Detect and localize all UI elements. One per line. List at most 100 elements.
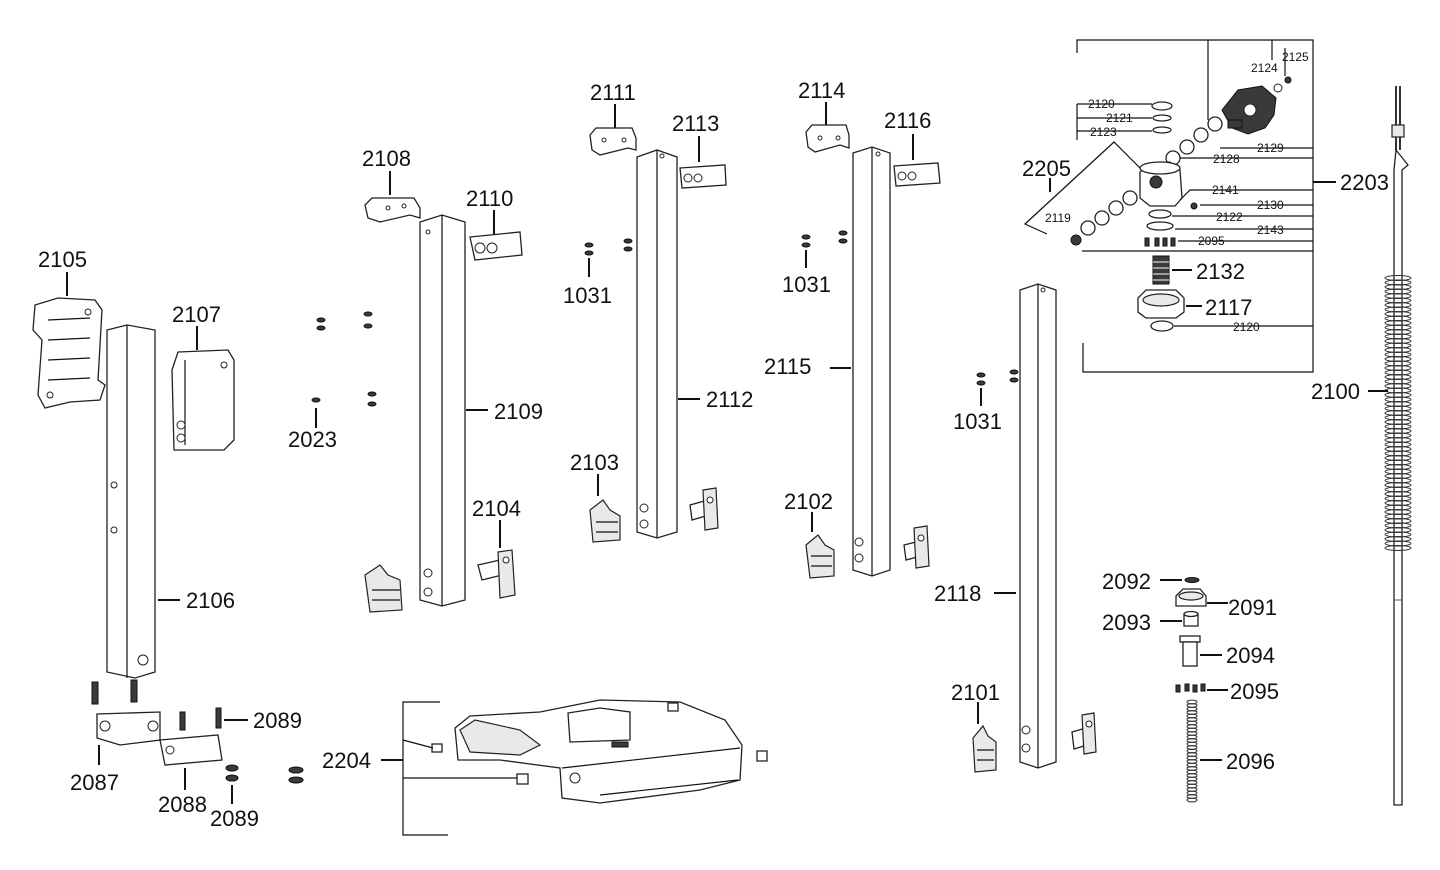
label-2089-a: 2089 bbox=[253, 708, 302, 733]
label-2203: 2203 bbox=[1340, 170, 1389, 195]
washer-2122 bbox=[1148, 209, 1172, 219]
nut-2091 bbox=[1175, 588, 1207, 607]
label-1031-a: 1031 bbox=[563, 283, 612, 308]
label-2117: 2117 bbox=[1205, 295, 1252, 320]
label-2119: 2119 bbox=[1045, 211, 1071, 225]
label-2107: 2107 bbox=[172, 302, 221, 327]
bracket-2116 bbox=[893, 162, 941, 187]
tube-2109 bbox=[419, 214, 466, 607]
washer-2129-b bbox=[1193, 127, 1209, 143]
label-2109: 2109 bbox=[494, 399, 543, 424]
label-2101: 2101 bbox=[951, 680, 1000, 705]
washer-2121 bbox=[1152, 114, 1172, 122]
label-2112: 2112 bbox=[706, 387, 753, 412]
washer-2129-a bbox=[1207, 116, 1223, 132]
label-2116: 2116 bbox=[884, 108, 931, 133]
bracket-2105 bbox=[32, 297, 106, 409]
label-2110: 2110 bbox=[466, 186, 513, 211]
bracket-2113 bbox=[679, 164, 727, 189]
label-2125: 2125 bbox=[1282, 50, 1309, 64]
nut-2125 bbox=[1284, 76, 1292, 84]
label-2124: 2124 bbox=[1251, 61, 1278, 75]
bracket-2114 bbox=[805, 124, 850, 153]
label-2111: 2111 bbox=[590, 80, 636, 105]
washer-2124 bbox=[1273, 83, 1283, 93]
label-2120-a: 2120 bbox=[1088, 97, 1115, 111]
tube-2106 bbox=[106, 324, 156, 679]
shaft-2132 bbox=[1152, 255, 1170, 285]
body-2205 bbox=[1139, 161, 1183, 207]
tube-2115 bbox=[852, 146, 891, 577]
spring-2100 bbox=[1384, 275, 1412, 551]
label-2105: 2105 bbox=[38, 247, 87, 272]
washer-2119-b bbox=[1108, 200, 1124, 216]
label-2120-b: 2120 bbox=[1233, 320, 1260, 334]
bracket-2111 bbox=[589, 127, 637, 156]
label-2115: 2115 bbox=[764, 354, 811, 379]
label-2121: 2121 bbox=[1106, 111, 1133, 125]
label-2122: 2122 bbox=[1216, 210, 1243, 224]
screws-1031-c bbox=[976, 369, 1019, 386]
cap-2117 bbox=[1137, 289, 1185, 319]
screws-2095-a bbox=[1144, 237, 1176, 247]
label-2091: 2091 bbox=[1228, 595, 1277, 620]
label-2092: 2092 bbox=[1102, 569, 1151, 594]
label-2128: 2128 bbox=[1213, 152, 1240, 166]
knob-2124 bbox=[1221, 85, 1277, 135]
bracket-2107 bbox=[171, 349, 235, 451]
label-2102: 2102 bbox=[784, 489, 833, 514]
label-2088: 2088 bbox=[158, 792, 207, 817]
label-2114: 2114 bbox=[798, 78, 845, 103]
label-2100: 2100 bbox=[1311, 379, 1360, 404]
label-2113: 2113 bbox=[672, 111, 719, 136]
screws-2023 bbox=[311, 311, 377, 407]
label-2094: 2094 bbox=[1226, 643, 1275, 668]
label-2095-a: 2095 bbox=[1198, 234, 1225, 248]
clip-2092 bbox=[1184, 577, 1200, 583]
label-2087: 2087 bbox=[70, 770, 119, 795]
hinge-2112 bbox=[689, 487, 719, 531]
label-2123: 2123 bbox=[1090, 125, 1117, 139]
washer-2119-d bbox=[1080, 220, 1096, 236]
label-2096: 2096 bbox=[1226, 749, 1275, 774]
hinge-2118 bbox=[1071, 712, 1097, 755]
label-2204: 2204 bbox=[322, 748, 371, 773]
screws-1031-b bbox=[801, 230, 848, 248]
label-2143: 2143 bbox=[1257, 223, 1284, 237]
nut-2119 bbox=[1070, 234, 1082, 246]
label-2129: 2129 bbox=[1257, 141, 1284, 155]
foot-2103 bbox=[589, 499, 621, 543]
base-clamp-2087 bbox=[91, 679, 161, 746]
label-2141: 2141 bbox=[1212, 183, 1239, 197]
label-2023: 2023 bbox=[288, 427, 337, 452]
bushing-2094 bbox=[1179, 635, 1201, 667]
nut-2120-bottom bbox=[1150, 320, 1174, 332]
label-2132: 2132 bbox=[1196, 259, 1245, 284]
label-2089-b: 2089 bbox=[210, 806, 259, 831]
label-2108: 2108 bbox=[362, 146, 411, 171]
washer-2119-a bbox=[1122, 190, 1138, 206]
label-2205: 2205 bbox=[1022, 156, 1071, 181]
label-1031-c: 1031 bbox=[953, 409, 1002, 434]
clamp-2088 bbox=[159, 707, 223, 766]
label-1031-b: 1031 bbox=[782, 272, 831, 297]
spring-2096 bbox=[1186, 699, 1198, 803]
screws-2089 bbox=[225, 764, 304, 784]
washer-2128-a bbox=[1179, 139, 1195, 155]
screws-1031-a bbox=[584, 238, 633, 256]
bracket-2110 bbox=[469, 231, 523, 261]
label-2104: 2104 bbox=[472, 496, 521, 521]
foot-2101 bbox=[972, 724, 997, 773]
washer-2143 bbox=[1146, 221, 1174, 231]
hinge-2104 bbox=[477, 549, 516, 599]
hinge-2115 bbox=[903, 525, 930, 569]
rod-2100 bbox=[1391, 86, 1409, 806]
screw-2141 bbox=[1190, 202, 1198, 210]
screws-2095-b bbox=[1175, 683, 1206, 693]
bracket-2108 bbox=[364, 197, 421, 223]
foot-2109 bbox=[364, 564, 403, 613]
label-2103: 2103 bbox=[570, 450, 619, 475]
washer-2119-c bbox=[1094, 210, 1110, 226]
washer-2123 bbox=[1152, 126, 1172, 134]
